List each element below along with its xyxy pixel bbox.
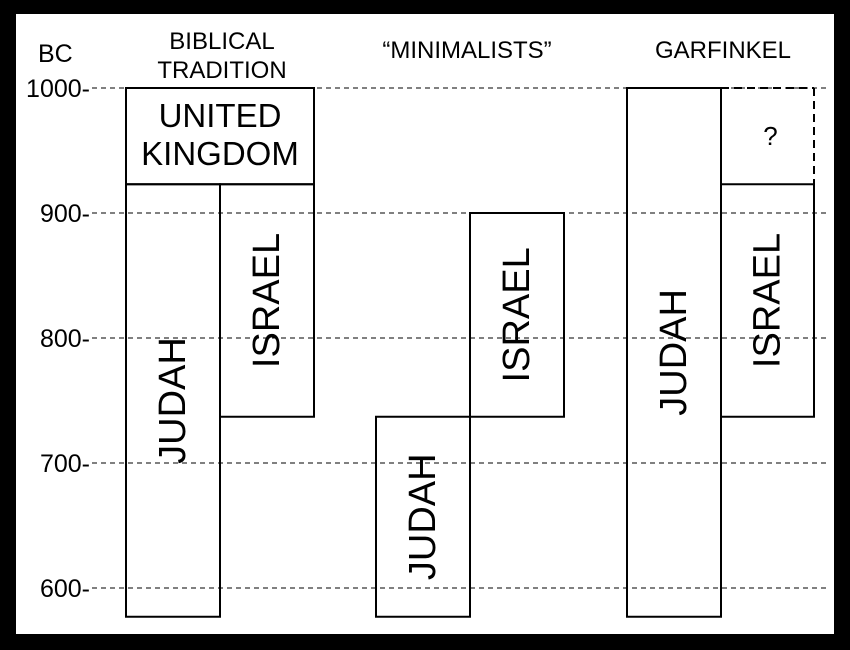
block-label-question-mark: ? bbox=[763, 121, 777, 151]
block-label-judah: JUDAH bbox=[152, 337, 194, 464]
block-rect bbox=[720, 183, 815, 418]
block-minimalists-israel: ISRAEL bbox=[469, 212, 565, 418]
block-rect bbox=[219, 183, 315, 418]
block-label-israel: ISRAEL bbox=[496, 247, 538, 382]
tick-label-700: 700- bbox=[40, 450, 90, 478]
block-label-judah: JUDAH bbox=[402, 453, 444, 580]
block-label-israel: ISRAEL bbox=[747, 233, 789, 368]
tick-label-800: 800- bbox=[40, 325, 90, 353]
column-title-biblical-line-1: BIBLICAL bbox=[169, 28, 274, 55]
block-rect bbox=[375, 415, 471, 618]
block-rect bbox=[469, 212, 565, 418]
block-label-united-kingdom-line-2: KINGDOM bbox=[141, 135, 299, 172]
column-title-minimalists: “MINIMALISTS” bbox=[382, 37, 551, 64]
tick-label-600: 600- bbox=[40, 575, 90, 603]
column-title-garfinkel: GARFINKEL bbox=[655, 37, 791, 64]
block-label-united-kingdom-line-1: UNITED bbox=[159, 97, 282, 134]
tick-label-900: 900- bbox=[40, 200, 90, 228]
block-garfinkel-israel: ISRAEL bbox=[720, 183, 815, 418]
block-biblical-judah: JUDAH bbox=[125, 183, 221, 618]
block-biblical-israel: ISRAEL bbox=[219, 183, 315, 418]
block-garfinkel-unknown: ? bbox=[721, 87, 815, 185]
diagram-panel bbox=[14, 12, 836, 636]
block-minimalists-judah: JUDAH bbox=[375, 415, 471, 618]
block-label-israel: ISRAEL bbox=[246, 233, 288, 368]
block-garfinkel-judah: JUDAH bbox=[626, 87, 722, 618]
axis-unit-label: BC bbox=[38, 40, 73, 68]
column-title-biblical-line-2: TRADITION bbox=[157, 57, 286, 84]
tick-label-1000: 1000- bbox=[26, 75, 90, 103]
year-axis: BC 1000- 900- 800- 700- 600- bbox=[26, 40, 90, 603]
block-label-judah: JUDAH bbox=[653, 289, 695, 416]
